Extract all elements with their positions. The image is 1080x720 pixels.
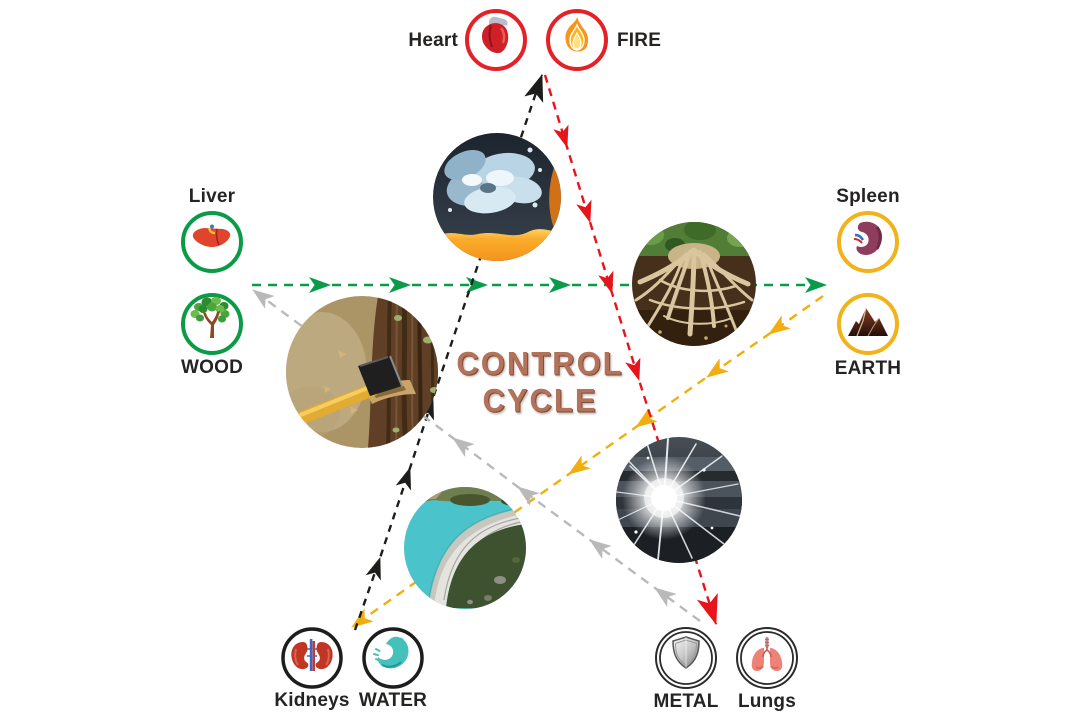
liver-icon: [192, 224, 231, 247]
control-arrows: [252, 74, 827, 631]
badge-inner-ring: [740, 631, 794, 685]
earth-badge: [837, 293, 899, 355]
lungs-badge: [736, 627, 798, 689]
axe-chopping-wood-photo: [286, 296, 438, 448]
mountain-icon: [848, 307, 888, 337]
earth-label: EARTH: [834, 358, 902, 379]
spleen-badge: [837, 211, 899, 273]
lungs-label: Lungs: [738, 691, 796, 712]
badge-ring: [837, 211, 899, 273]
water-splashing-on-fire-photo: [433, 133, 561, 261]
heart-label: Heart: [408, 30, 458, 51]
welding-sparks-on-metal-photo: [616, 437, 742, 563]
wood-label: WOOD: [180, 357, 243, 378]
tree-icon: [190, 297, 230, 338]
root-strands: [634, 247, 754, 337]
dam-holding-water-photo: [404, 487, 526, 609]
liver-label: Liver: [188, 186, 236, 207]
kidneys-label: Kidneys: [274, 690, 350, 711]
page-title: CONTROL CYCLE: [438, 344, 642, 420]
kidneys-badge: [281, 627, 343, 689]
title-line-1: CONTROL: [456, 344, 624, 382]
metal-label: METAL: [653, 691, 719, 712]
heart-icon: [481, 16, 509, 54]
title-line-2: CYCLE: [482, 381, 598, 419]
tree-roots-in-soil-photo: [632, 222, 756, 346]
water-label: WATER: [358, 690, 428, 711]
metal-controls-wood-arrow: [252, 289, 701, 622]
heart-badge: [465, 9, 527, 71]
liver-badge: [181, 211, 243, 273]
shield-icon: [672, 636, 700, 669]
water-swirl-icon: [373, 636, 409, 669]
metal-badge: [655, 627, 717, 689]
kidneys-icon: [291, 639, 333, 671]
flame-icon: [565, 17, 589, 52]
spleen-icon: [853, 221, 883, 255]
spleen-label: Spleen: [836, 186, 900, 207]
water-badge: [362, 627, 424, 689]
wood-badge: [181, 293, 243, 355]
fire-label: FIRE: [617, 30, 662, 51]
lungs-icon: [751, 637, 783, 671]
fire-controls-metal-arrow: [543, 74, 718, 625]
fire-badge: [546, 9, 608, 71]
water-splash: [442, 138, 542, 214]
